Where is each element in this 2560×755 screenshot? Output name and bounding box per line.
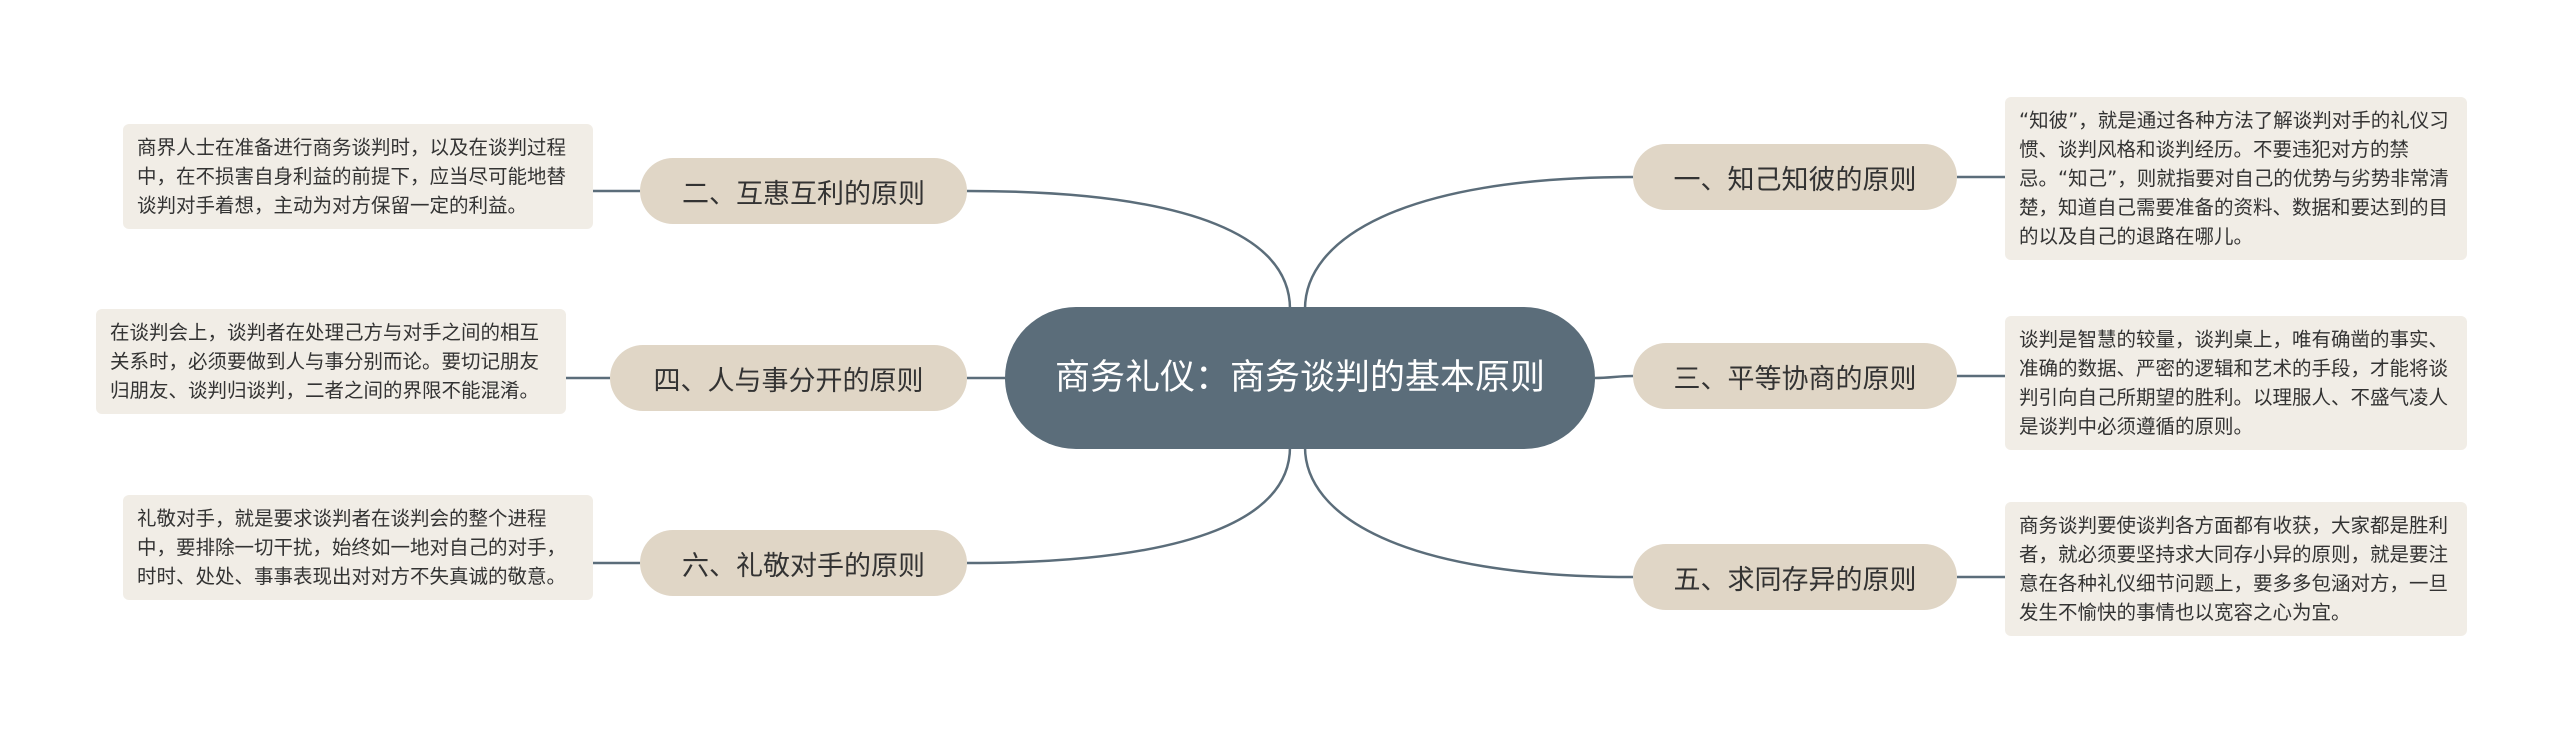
connector-center-branch-2: [966, 189, 1292, 310]
branch-node-1[interactable]: 一、知己知彼的原则: [1633, 144, 1957, 210]
branch-label: 三、平等协商的原则: [1673, 363, 1917, 395]
connector-center-branch-1: [1303, 175, 1634, 310]
leaf-note-1[interactable]: “知彼”，就是通过各种方法了解谈判对手的礼仪习惯、谈判风格和谈判经历。不要违犯对…: [2005, 97, 2467, 260]
leaf-note-2[interactable]: 商界人士在准备进行商务谈判时，以及在谈判过程中，在不损害自身利益的前提下，应当尽…: [123, 124, 593, 229]
central-topic-label: 商务礼仪：商务谈判的基本原则: [1055, 358, 1546, 398]
branch-label: 五、求同存异的原则: [1673, 564, 1917, 596]
branch-node-4[interactable]: 四、人与事分开的原则: [610, 345, 967, 411]
branch-label: 二、互惠互利的原则: [682, 178, 925, 210]
branch-node-3[interactable]: 三、平等协商的原则: [1633, 343, 1957, 409]
leaf-note-6[interactable]: 礼敬对手，就是要求谈判者在谈判会的整个进程中，要排除一切干扰，始终如一地对自己的…: [123, 495, 593, 600]
leaf-text: “知彼”，就是通过各种方法了解谈判对手的礼仪习惯、谈判风格和谈判经历。不要违犯对…: [2019, 109, 2449, 248]
branch-node-6[interactable]: 六、礼敬对手的原则: [640, 530, 967, 596]
branch-node-5[interactable]: 五、求同存异的原则: [1633, 544, 1957, 610]
branch-label: 四、人与事分开的原则: [653, 365, 924, 397]
branch-node-2[interactable]: 二、互惠互利的原则: [640, 158, 967, 224]
connector-center-branch-6: [966, 446, 1292, 565]
connector-center-branch-5: [1303, 446, 1634, 579]
branch-label: 一、知己知彼的原则: [1673, 164, 1917, 196]
leaf-text: 商界人士在准备进行商务谈判时，以及在谈判过程中，在不损害自身利益的前提下，应当尽…: [137, 136, 567, 217]
leaf-text: 谈判是智慧的较量，谈判桌上，唯有确凿的事实、准确的数据、严密的逻辑和艺术的手段，…: [2019, 328, 2449, 438]
leaf-text: 礼敬对手，就是要求谈判者在谈判会的整个进程中，要排除一切干扰，始终如一地对自己的…: [137, 507, 567, 588]
central-topic[interactable]: 商务礼仪：商务谈判的基本原则: [1005, 307, 1595, 449]
leaf-note-5[interactable]: 商务谈判要使谈判各方面都有收获，大家都是胜利者，就必须要坚持求大同存小异的原则，…: [2005, 502, 2467, 636]
leaf-note-4[interactable]: 在谈判会上，谈判者在处理己方与对手之间的相互关系时，必须要做到人与事分别而论。要…: [96, 309, 566, 414]
branch-label: 六、礼敬对手的原则: [682, 550, 925, 582]
leaf-text: 在谈判会上，谈判者在处理己方与对手之间的相互关系时，必须要做到人与事分别而论。要…: [110, 321, 540, 402]
connector-center-branch-3: [1594, 374, 1634, 380]
leaf-note-3[interactable]: 谈判是智慧的较量，谈判桌上，唯有确凿的事实、准确的数据、严密的逻辑和艺术的手段，…: [2005, 316, 2467, 450]
leaf-text: 商务谈判要使谈判各方面都有收获，大家都是胜利者，就必须要坚持求大同存小异的原则，…: [2019, 514, 2449, 624]
